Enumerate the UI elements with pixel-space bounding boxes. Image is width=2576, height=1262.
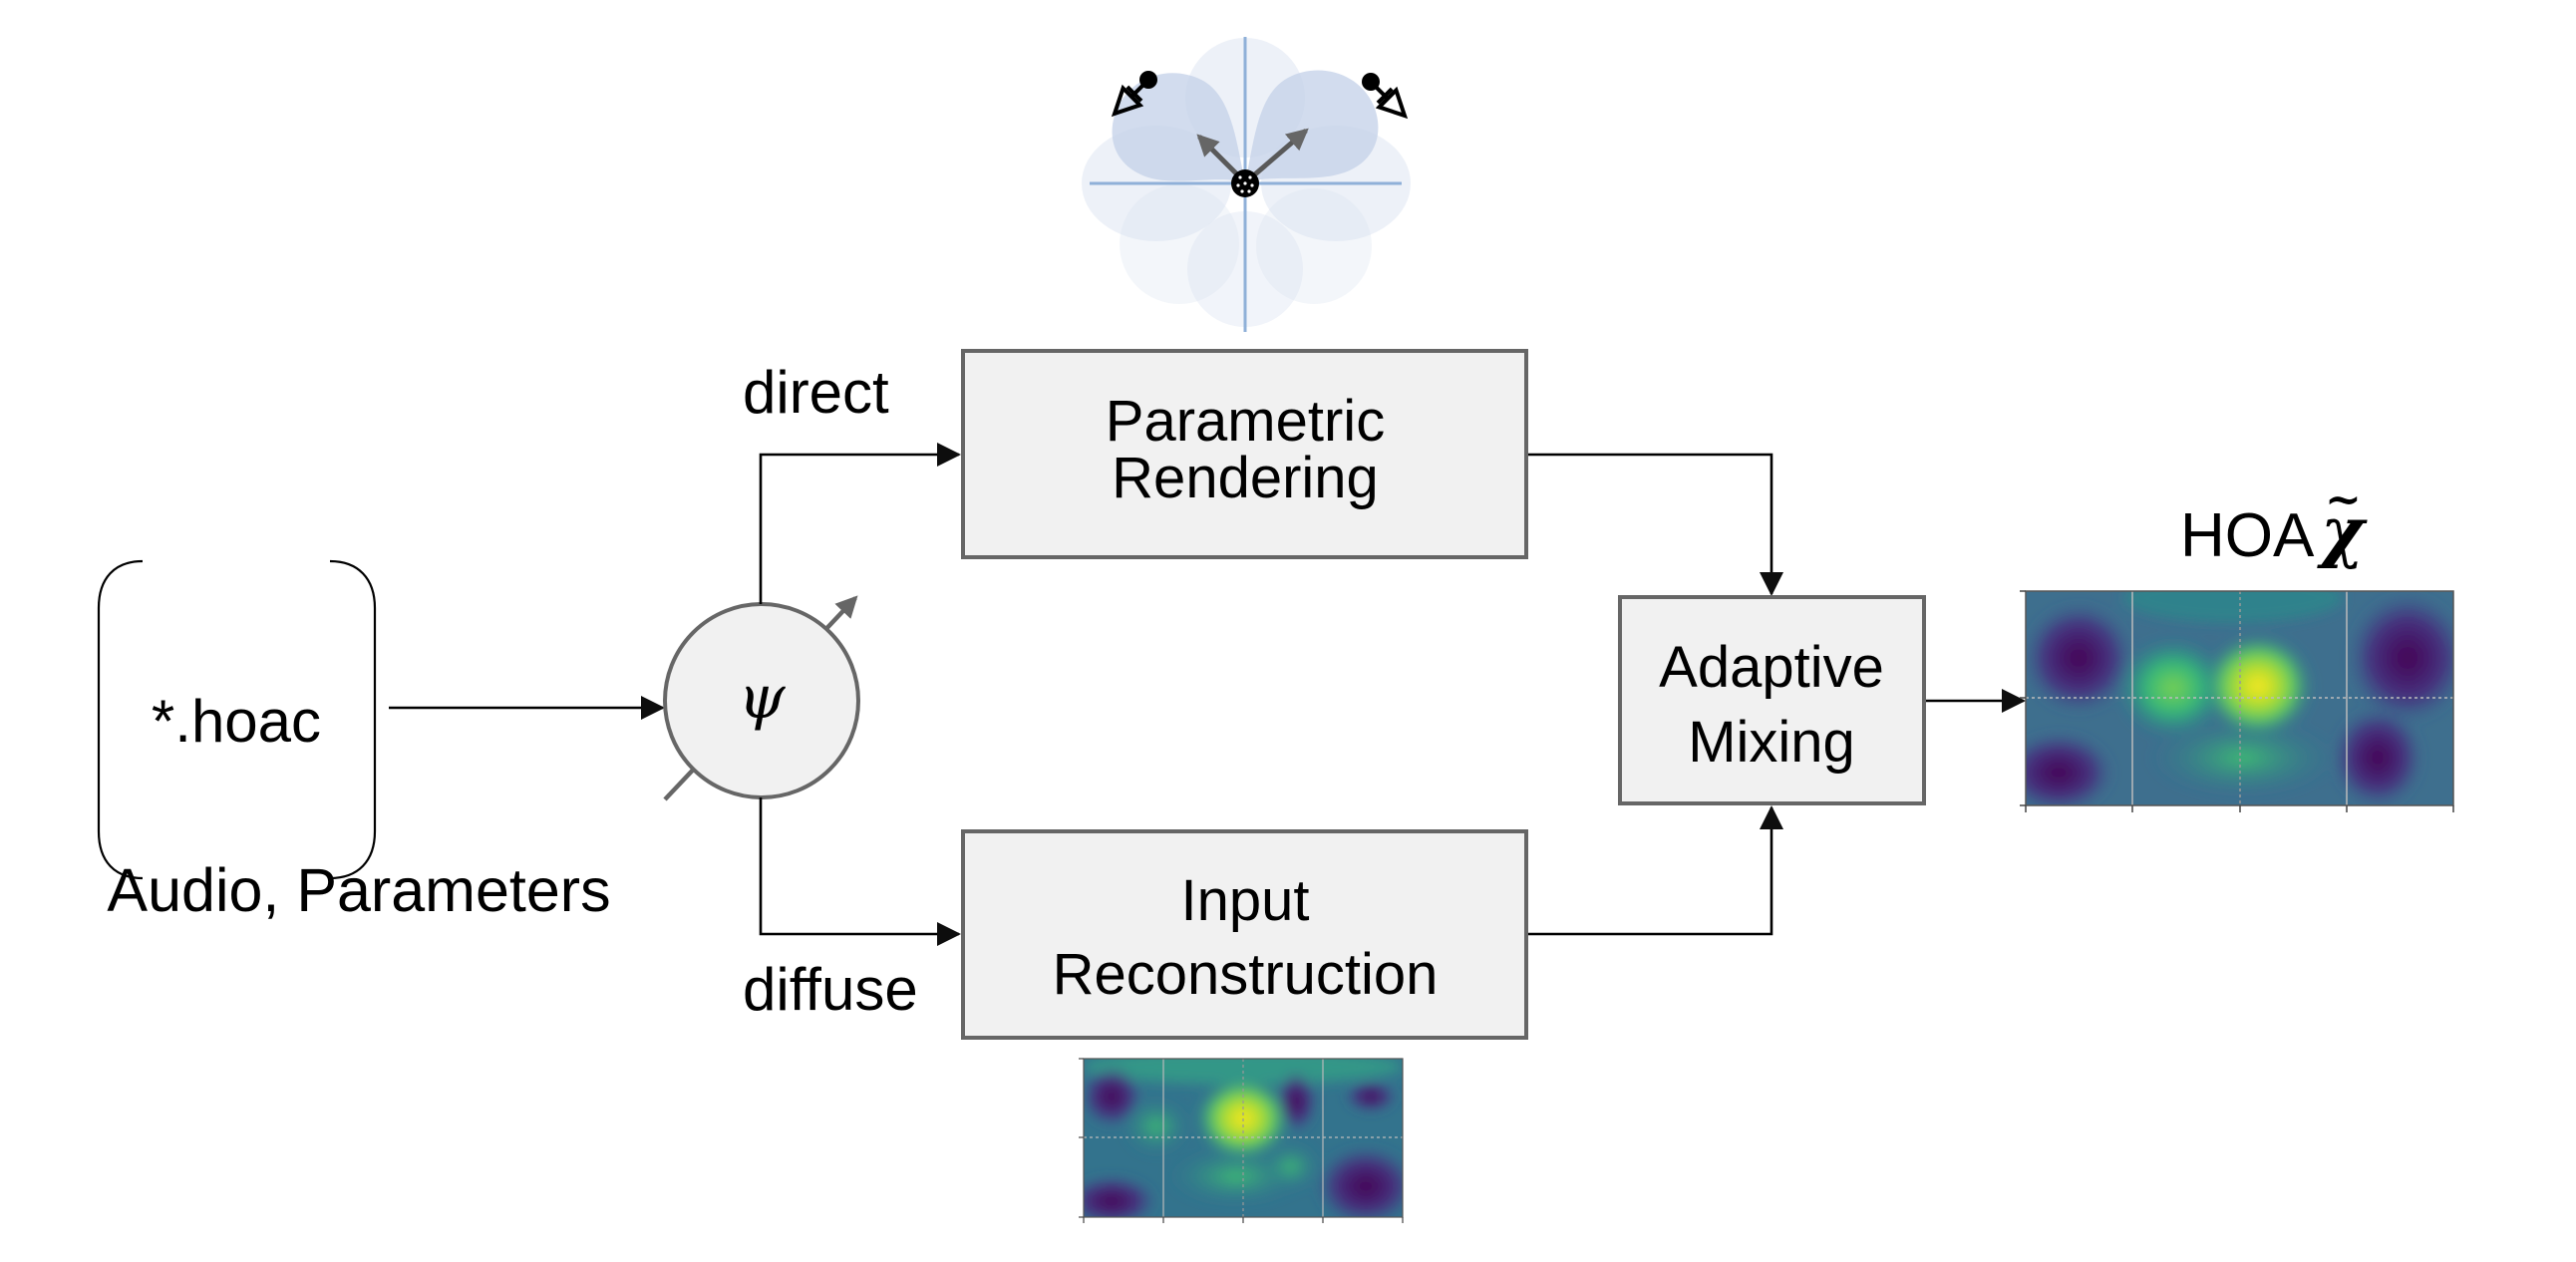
adaptive-mixing-line2: Mixing xyxy=(1688,710,1855,775)
input-file-label: *.hoac xyxy=(152,688,321,755)
wire-diffuse-branch xyxy=(759,797,961,946)
output-symbol-tilde: ~ xyxy=(2325,474,2362,525)
heatmap-ticks xyxy=(1079,1058,1404,1223)
directivity-pattern-icon xyxy=(1082,37,1411,332)
heatmap-green-region xyxy=(2148,718,2338,797)
direct-label: direct xyxy=(743,359,889,426)
diffuse-label: diffuse xyxy=(743,956,918,1023)
heatmap-dark-region xyxy=(2348,593,2453,723)
input-reconstruction-box xyxy=(961,829,1528,1040)
source-head xyxy=(1362,73,1380,91)
splitter-symbol: ψ xyxy=(738,663,786,733)
capsule-dot xyxy=(1248,175,1252,179)
lobe-lower-right xyxy=(1256,188,1372,304)
input-reconstruction-line1: Input xyxy=(1181,868,1310,933)
heatmap-ticks xyxy=(2020,590,2454,812)
bracket-right xyxy=(329,559,377,880)
heatmap-dark-region xyxy=(2026,603,2133,713)
output-symbol: χ xyxy=(2317,492,2368,570)
parametric-rendering-box xyxy=(961,349,1528,559)
sound-source-icon xyxy=(1111,71,1157,118)
reconstruction-heatmap xyxy=(1079,1058,1404,1223)
heatmap-dark-region xyxy=(1084,1176,1156,1217)
capsule-dot xyxy=(1240,189,1244,193)
heatmap-peak-secondary xyxy=(2118,638,2228,738)
adaptive-mixing-box xyxy=(1618,595,1926,805)
direction-arrow-left xyxy=(1196,134,1244,181)
input-file-node: *.hoac Audio, Parameters xyxy=(97,559,611,924)
heatmap-dark-region xyxy=(1316,1146,1403,1217)
heatmap-peak-primary xyxy=(2203,634,2313,738)
heatmap-dark-region xyxy=(2026,733,2113,805)
output-hoa-heatmap xyxy=(2020,590,2454,812)
heatmap-dark-region xyxy=(2333,708,2422,805)
wire-direct-branch xyxy=(759,443,961,604)
heatmap-dark-region xyxy=(1346,1082,1396,1111)
bracket-left xyxy=(97,559,144,880)
sound-source-icon xyxy=(1362,73,1409,120)
source-bar xyxy=(1376,87,1394,105)
parametric-rendering-line2: Rendering xyxy=(1112,446,1379,510)
source-cone xyxy=(1111,84,1144,118)
capsule-dot xyxy=(1250,183,1254,187)
wire-reconstruction-to-mixing xyxy=(1528,805,1783,936)
capsule-dot xyxy=(1243,181,1247,185)
parametric-rendering-block: Parametric Rendering xyxy=(961,349,1528,559)
capsule-dot xyxy=(1247,189,1251,193)
input-reconstruction-block: Input Reconstruction xyxy=(961,829,1528,1040)
lobe-lower-left xyxy=(1120,184,1239,304)
output-label: HOA χ ~ xyxy=(2180,474,2368,570)
source-cone xyxy=(1375,86,1409,120)
capsule-dot xyxy=(1238,175,1242,179)
direction-arrow-right xyxy=(1247,128,1309,181)
parametric-rendering-line1: Parametric xyxy=(1106,389,1385,454)
input-caption: Audio, Parameters xyxy=(107,856,610,924)
heatmap-green-region xyxy=(1261,1141,1321,1191)
source-head xyxy=(1139,71,1157,89)
heatmap-teal-band xyxy=(2123,591,2343,623)
heatmap-green-region xyxy=(1122,1097,1191,1156)
spherical-microphone-icon xyxy=(1231,169,1259,197)
splitter-node: ψ xyxy=(663,595,860,801)
wire-parametric-to-mixing xyxy=(1528,453,1783,596)
source-bar xyxy=(1126,85,1143,103)
capsule-dot xyxy=(1236,183,1240,187)
output-label-text: HOA xyxy=(2180,501,2315,570)
adaptive-mixing-block: Adaptive Mixing xyxy=(1618,595,1926,805)
adaptive-mixing-line1: Adaptive xyxy=(1659,635,1884,700)
input-reconstruction-line2: Reconstruction xyxy=(1053,942,1439,1007)
